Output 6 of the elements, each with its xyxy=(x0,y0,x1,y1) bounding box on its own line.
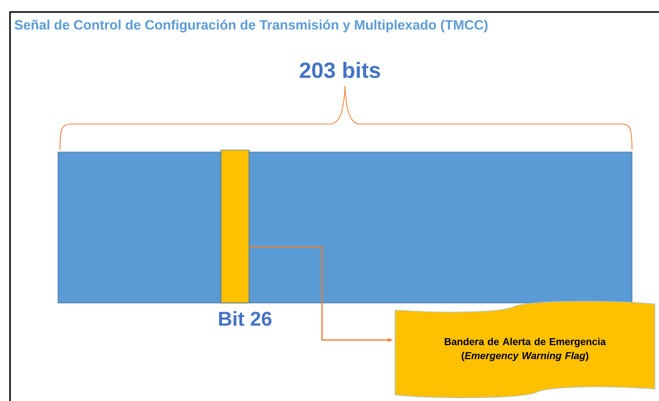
flag-banner: Bandera de Alerta de Emergencia (Emergency Warning Flag) xyxy=(394,300,656,398)
size-label: 203 bits xyxy=(300,62,380,78)
bit-label: Bit 26 xyxy=(219,311,272,326)
title: Señal de Control de Configuración de Transmisión y Multiplexado (TMCC) xyxy=(14,20,488,32)
bit-field-bar xyxy=(58,152,632,304)
bit-field-bar xyxy=(220,150,250,304)
